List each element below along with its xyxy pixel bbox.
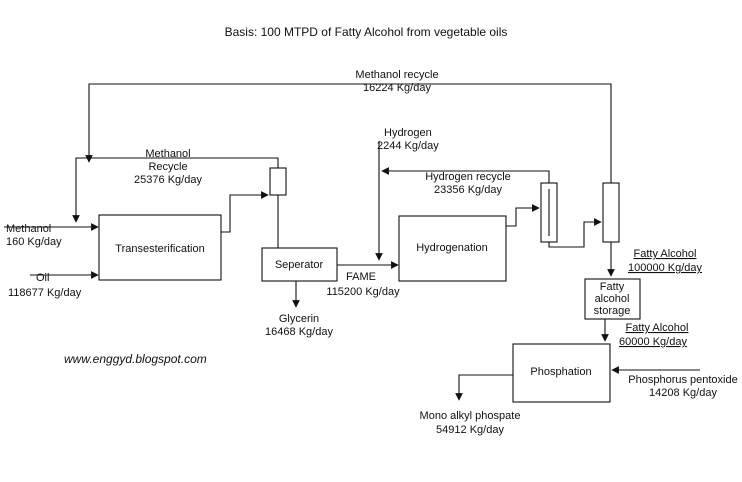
vessel-to-column-line xyxy=(548,218,602,248)
hydrogen-feed-name: Hydrogen xyxy=(384,127,432,139)
separator-label: Seperator xyxy=(275,259,324,271)
methanol-feed-name: Methanol xyxy=(6,223,51,235)
mono-alkyl-phosphate-name: Mono alkyl phospate xyxy=(420,410,521,422)
hydrogen-recycle-name: Hydrogen recycle xyxy=(425,171,511,183)
glycerin-name: Glycerin xyxy=(279,313,319,325)
oil-feed-rate: 118677 Kg/day xyxy=(8,287,82,299)
oil-feed-name: Oil xyxy=(36,272,49,284)
hydrogen-recycle-line xyxy=(381,167,550,183)
watermark-text: www.enggyd.blogspot.com xyxy=(64,352,207,366)
methanol-column-vessel xyxy=(602,182,620,243)
hydrogenation-label: Hydrogenation xyxy=(416,242,488,254)
phosphorus-pentoxide-name: Phosphorus pentoxide xyxy=(628,374,737,386)
diagram-title: Basis: 100 MTPD of Fatty Alcohol from ve… xyxy=(225,25,508,39)
methanol-recycle-top-name: Methanol recycle xyxy=(355,69,438,81)
trans-to-vessel-line xyxy=(221,191,269,233)
phosphation-box xyxy=(512,343,611,403)
hydrogen-feed-rate: 2244 Kg/day xyxy=(377,140,439,152)
methanol-recycle-top-rate: 16224 Kg/day xyxy=(363,82,431,94)
fatty-alcohol-2-rate: 60000 Kg/day xyxy=(619,336,687,348)
methanol-flash-vessel xyxy=(269,167,287,196)
mono-alkyl-phosphate-rate: 54912 Kg/day xyxy=(436,424,504,436)
transesterification-label: Transesterification xyxy=(115,243,204,255)
phosphation-label: Phosphation xyxy=(530,366,591,378)
methanol-recycle-inner-rate: 25376 Kg/day xyxy=(134,174,202,186)
fatty-alcohol-2-name: Fatty Alcohol xyxy=(626,322,689,334)
methanol-feed-rate: 160 Kg/day xyxy=(6,236,62,248)
hydrogenation-to-vessel-line xyxy=(506,204,540,227)
storage-label-line2: alcohol xyxy=(595,293,630,305)
fame-name: FAME xyxy=(346,271,376,283)
methanol-recycle-inner-line xyxy=(72,157,279,223)
glycerin-rate: 16468 Kg/day xyxy=(265,326,333,338)
methanol-recycle-inner-line2: Recycle xyxy=(148,161,187,173)
fatty-alcohol-storage-box xyxy=(584,278,641,320)
separator-box xyxy=(261,247,338,282)
methanol-recycle-inner-line1: Methanol xyxy=(145,148,190,160)
storage-label-line3: storage xyxy=(594,305,631,317)
phosphorus-pentoxide-rate: 14208 Kg/day xyxy=(649,387,717,399)
fame-rate: 115200 Kg/day xyxy=(326,286,400,298)
methanol-recycle-top-line xyxy=(85,83,612,183)
fatty-alcohol-1-rate: 100000 Kg/day xyxy=(628,262,703,274)
transesterification-box xyxy=(98,214,222,281)
hydrogen-recycle-rate: 23356 Kg/day xyxy=(434,184,502,196)
storage-label-line1: Fatty xyxy=(600,281,625,293)
mono-alkyl-phosphate-line xyxy=(455,374,513,401)
fatty-alcohol-1-name: Fatty Alcohol xyxy=(634,248,697,260)
hydrogenation-box xyxy=(398,215,507,282)
